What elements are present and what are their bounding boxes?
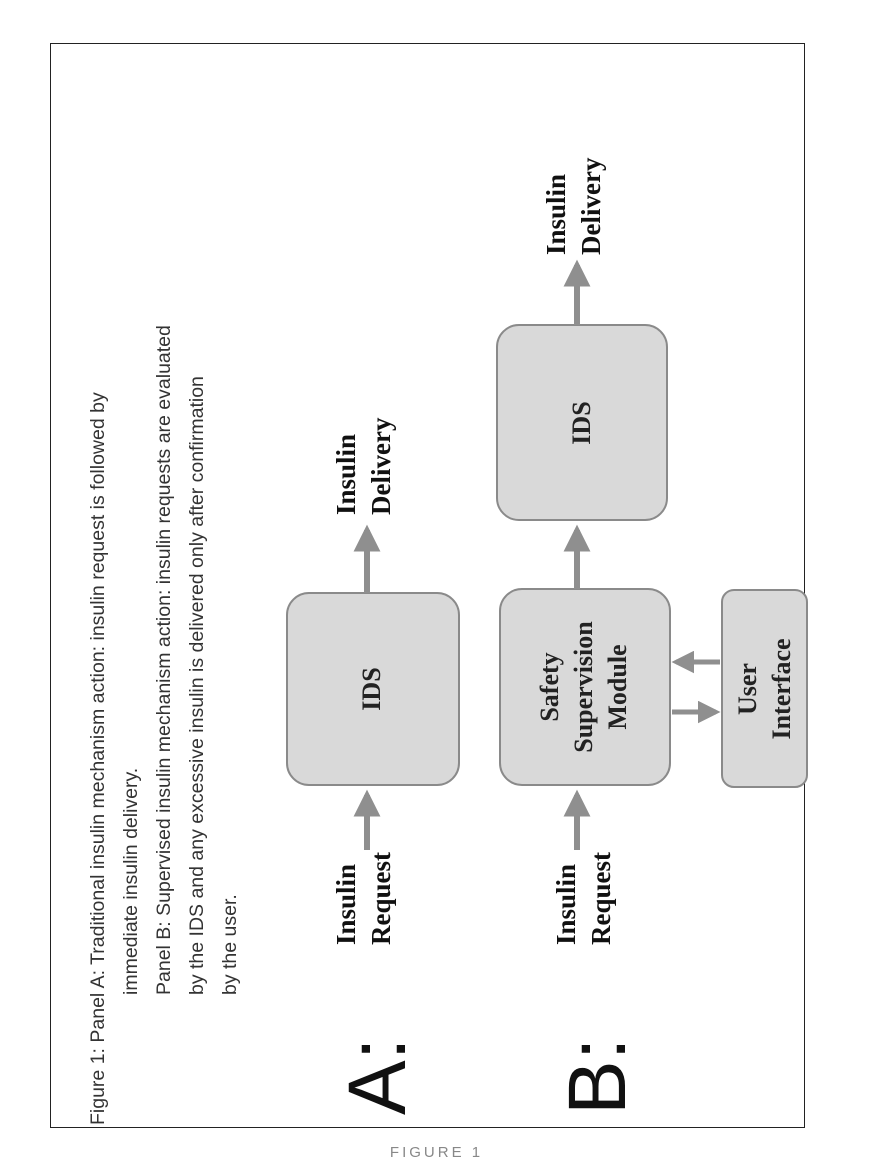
panel-b-output-line-2: Delivery [576, 157, 606, 255]
caption-line-1: Figure 1: Panel A: Traditional insulin m… [87, 392, 109, 1125]
figure-caption: Figure 1: Panel A: Traditional insulin m… [87, 325, 241, 1125]
panel-b: B: Insulin Request Safety Supervision Mo… [497, 157, 807, 1115]
panel-a-letter: A: [332, 1038, 423, 1115]
safety-line-1: Safety [535, 652, 564, 721]
panel-b-output-line-1: Insulin [541, 174, 571, 255]
caption-line-5: by the user. [219, 894, 241, 995]
panel-b-input-line-2: Request [586, 852, 616, 945]
panel-b-ids-label: IDS [567, 401, 596, 444]
figure-footer-label: FIGURE 1 [0, 1144, 873, 1161]
panel-a-ids-label: IDS [357, 667, 386, 710]
panel-b-letter: B: [552, 1038, 643, 1115]
caption-line-2: immediate insulin delivery. [120, 768, 142, 995]
panel-a-output-line-1: Insulin [331, 434, 361, 515]
panel-b-input-line-1: Insulin [551, 864, 581, 945]
caption-line-4: by the IDS and any excessive insulin is … [186, 376, 208, 995]
ui-line-2: Interface [767, 638, 796, 739]
panel-a: A: Insulin Request IDS Insulin Delivery [287, 417, 459, 1115]
panel-a-input-line-1: Insulin [331, 864, 361, 945]
panel-a-input-line-2: Request [366, 852, 396, 945]
safety-line-3: Module [603, 644, 632, 729]
caption-line-3: Panel B: Supervised insulin mechanism ac… [153, 325, 175, 995]
safety-line-2: Supervision [569, 621, 598, 753]
ui-line-1: User [733, 663, 762, 715]
panel-a-output-line-2: Delivery [366, 417, 396, 515]
